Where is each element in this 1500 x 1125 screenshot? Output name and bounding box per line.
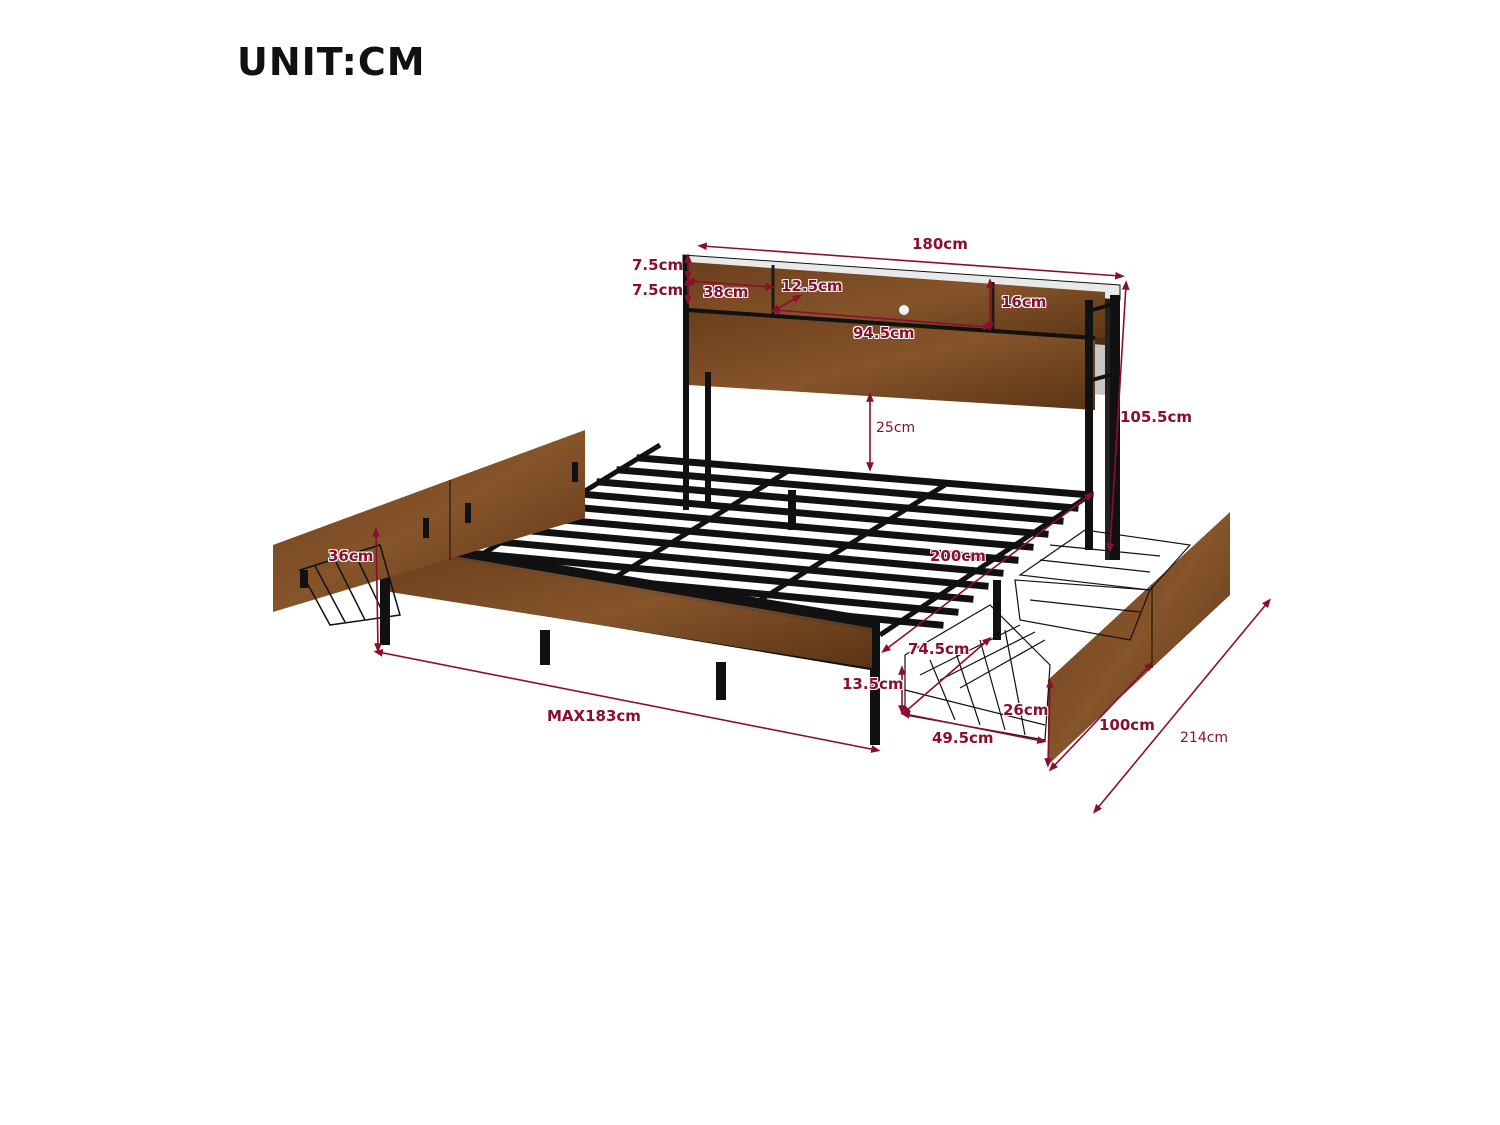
dim-drawer-front-height: 36cm (328, 547, 374, 565)
dim-bed-width: MAX183cm (547, 707, 641, 725)
dim-center-shelf-width: 94.5cm (853, 324, 915, 342)
dim-drawer-pair-length: 100cm (1099, 716, 1155, 734)
dim-right-shelf-height: 16cm (1001, 293, 1047, 311)
headboard (682, 254, 1121, 560)
dim-shelf-top-height: 7.5cm (632, 256, 684, 274)
dim-shelf-bottom-height: 7.5cm (632, 281, 684, 299)
dim-bed-length: 200cm (930, 547, 986, 565)
footboard (380, 535, 880, 745)
dim-headboard-width: 180cm (912, 235, 968, 253)
dim-drawer-front-inner-height: 26cm (1003, 701, 1049, 719)
dimension-lines (372, 242, 1272, 814)
dim-headboard-clearance: 25cm (876, 420, 916, 436)
dim-total-height: 105.5cm (1120, 408, 1192, 426)
dim-left-shelf-width: 38cm (703, 283, 749, 301)
dim-drawer-width: 49.5cm (932, 729, 994, 747)
dim-total-length: 214cm (1180, 730, 1229, 746)
dim-drawer-basket-height: 13.5cm (842, 675, 904, 693)
dim-shelf-depth: 12.5cm (781, 277, 843, 295)
left-drawer-fronts (273, 430, 585, 626)
dim-drawer-depth: 74.5cm (908, 640, 970, 658)
unit-title: UNIT:CM (237, 40, 426, 84)
